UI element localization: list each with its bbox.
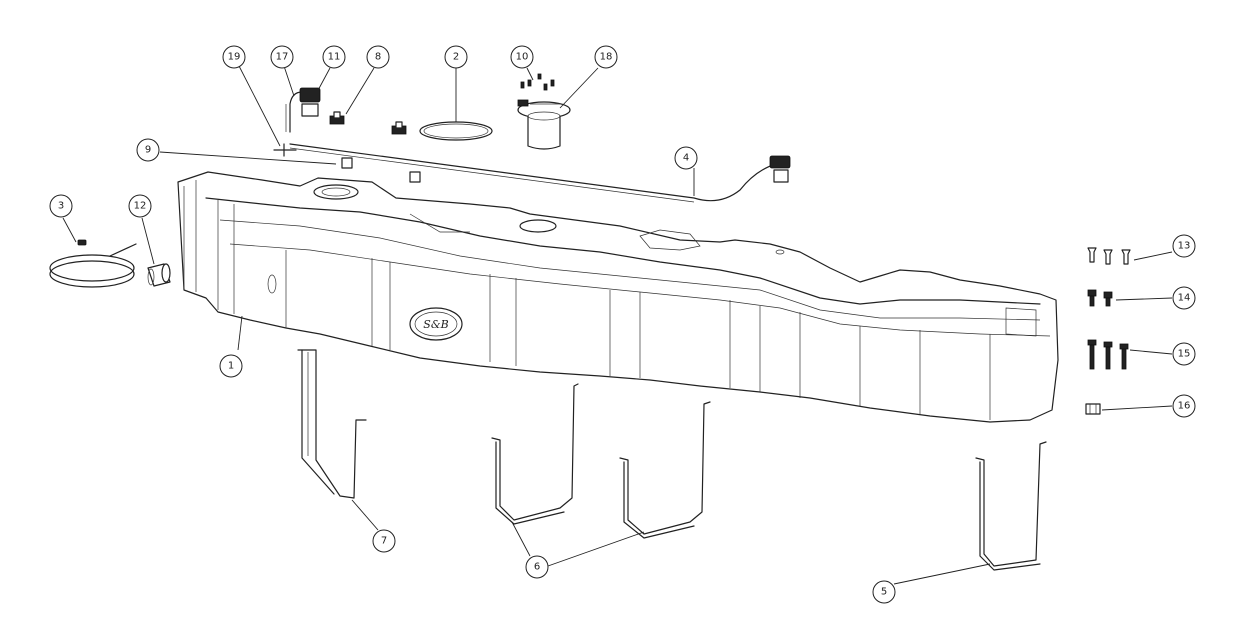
callout-label: 16: [1178, 401, 1191, 412]
vent-assembly: [273, 87, 321, 157]
bolts-14: [1087, 289, 1113, 307]
callout-10: 10: [510, 45, 534, 69]
callout-label: 6: [534, 562, 540, 573]
callout-label: 19: [228, 52, 241, 63]
strap-left: [297, 349, 367, 499]
logo-text: S&B: [423, 318, 448, 331]
callout-label: 1: [228, 361, 234, 372]
callout-1: 1: [219, 354, 243, 378]
callout-4: 4: [674, 146, 698, 170]
callout-9: 9: [136, 138, 160, 162]
retainer-clips: [341, 157, 421, 183]
strap-middle-1: [491, 383, 579, 525]
callout-label: 13: [1178, 241, 1191, 252]
callout-label: 11: [328, 52, 341, 63]
coupler-sleeve: [147, 263, 171, 287]
o-ring: [419, 121, 493, 141]
fuel-line: [289, 143, 791, 203]
callout-19: 19: [222, 45, 246, 69]
callout-label: 4: [683, 153, 689, 164]
callout-label: 14: [1178, 293, 1191, 304]
callout-3: 3: [49, 194, 73, 218]
leader-lines: [62, 63, 1173, 585]
callout-label: 3: [58, 201, 64, 212]
nut-16: [1085, 403, 1101, 415]
callout-2: 2: [444, 45, 468, 69]
callout-label: 15: [1178, 349, 1191, 360]
callout-7: 7: [372, 529, 396, 553]
callout-18: 18: [594, 45, 618, 69]
callout-label: 8: [375, 52, 381, 63]
strap-right: [975, 441, 1047, 571]
fuel-pump-sender: [517, 99, 571, 150]
coiled-hose: [49, 239, 137, 288]
callout-label: 12: [134, 201, 147, 212]
bolts-13: [1087, 247, 1131, 265]
callout-8: 8: [366, 45, 390, 69]
callout-label: 7: [381, 536, 387, 547]
callout-16: 16: [1172, 394, 1196, 418]
callout-12: 12: [128, 194, 152, 218]
screws-set: [520, 73, 555, 91]
callout-label: 17: [276, 52, 289, 63]
bolts-15: [1087, 339, 1129, 370]
strap-middle-2: [619, 401, 711, 539]
callout-5: 5: [872, 580, 896, 604]
callout-17: 17: [270, 45, 294, 69]
callout-label: 10: [516, 52, 529, 63]
clips: [329, 111, 407, 135]
callout-13: 13: [1172, 234, 1196, 258]
callout-label: 5: [881, 587, 887, 598]
callout-label: 9: [145, 145, 151, 156]
callout-label: 18: [600, 52, 613, 63]
logo-badge: S&B: [409, 307, 463, 341]
fuel-tank: S&B: [177, 171, 1059, 423]
callout-14: 14: [1172, 286, 1196, 310]
callout-6: 6: [525, 555, 549, 579]
callout-label: 2: [453, 52, 459, 63]
callout-15: 15: [1172, 342, 1196, 366]
callout-11: 11: [322, 45, 346, 69]
